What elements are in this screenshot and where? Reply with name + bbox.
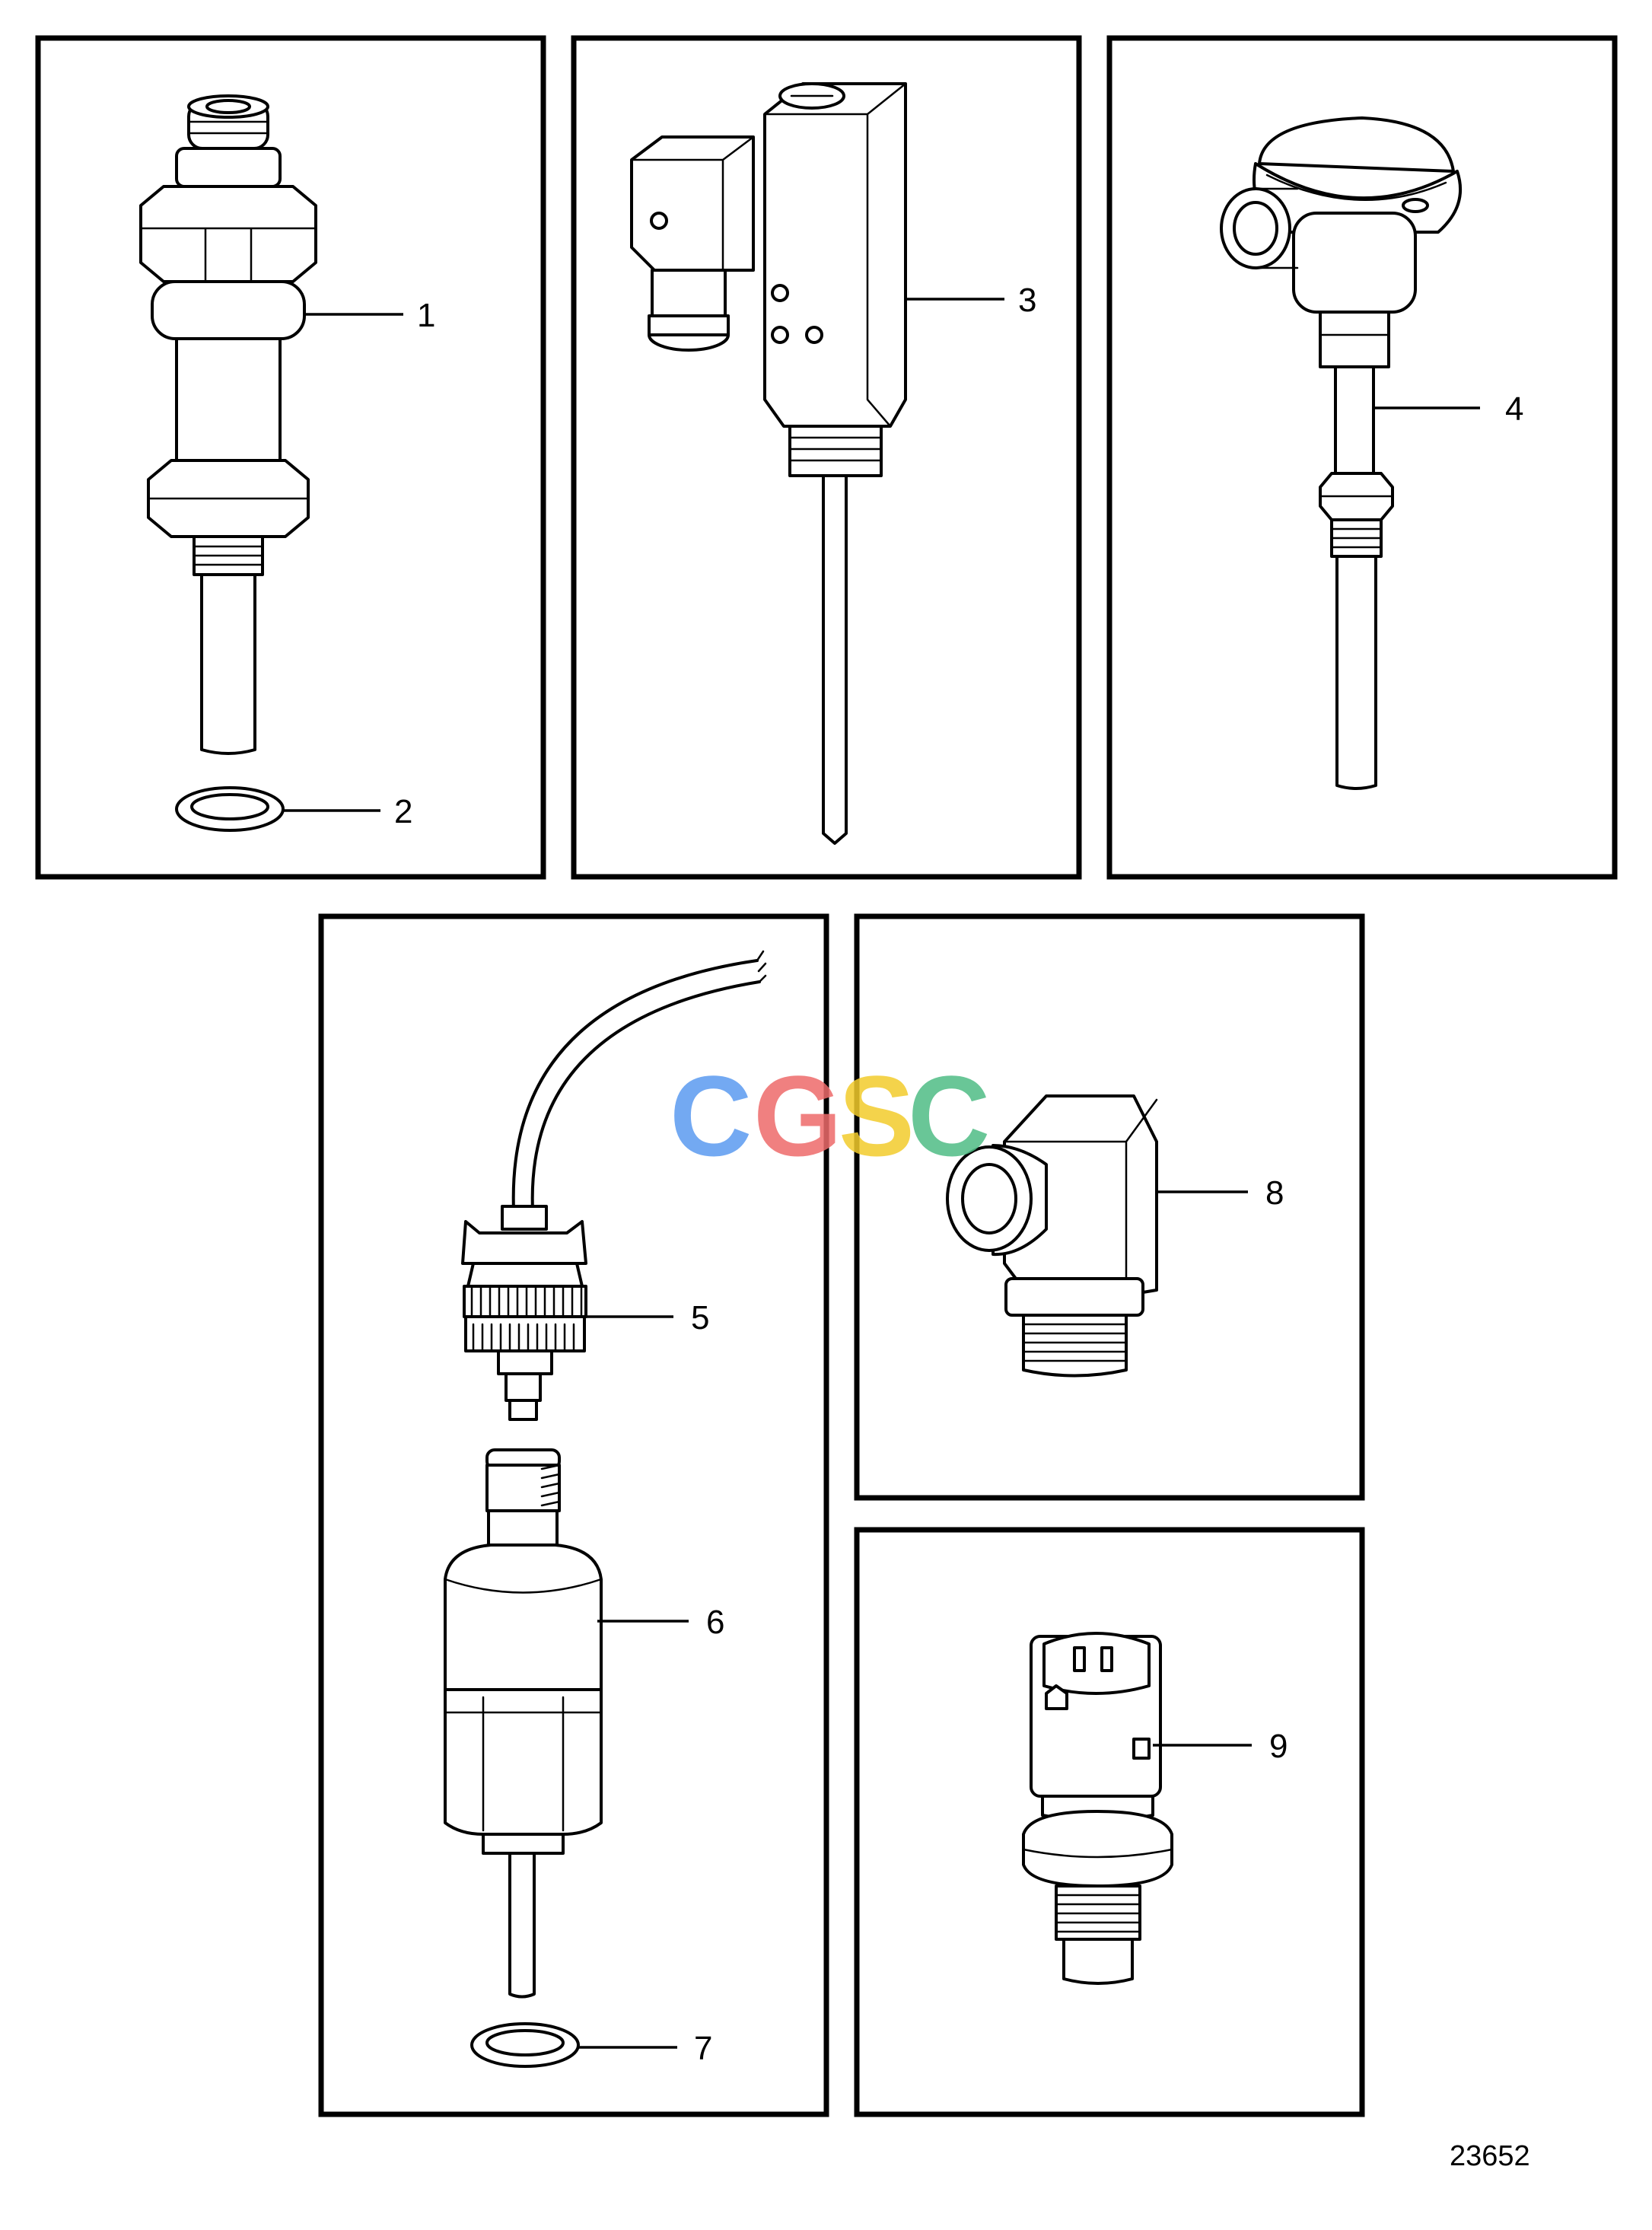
- watermark-letter-c2: C: [908, 1052, 990, 1180]
- sender-illustration: [1022, 1632, 1173, 1985]
- panel-1: 1 2: [35, 35, 546, 880]
- callout-8: 8: [1265, 1174, 1284, 1212]
- panel-6: 9: [854, 1527, 1365, 2117]
- sealing-ring-illustration: [470, 2022, 580, 2068]
- callout-4: 4: [1505, 390, 1523, 428]
- angle-connector-illustration: [946, 1094, 1158, 1378]
- panel-5: 8: [854, 913, 1365, 1501]
- callout-6: 6: [706, 1604, 724, 1641]
- callout-2: 2: [394, 793, 412, 830]
- level-switch-illustration: [630, 82, 907, 845]
- callout-7: 7: [694, 2030, 712, 2067]
- callout-1: 1: [417, 297, 435, 334]
- callout-9: 9: [1269, 1728, 1288, 1765]
- thermometer-illustration: [1220, 116, 1463, 790]
- watermark-letter-c1: C: [670, 1052, 752, 1180]
- callout-5: 5: [691, 1299, 709, 1336]
- sealing-ring-illustration: [175, 786, 285, 832]
- watermark-letter-s: S: [839, 1052, 915, 1180]
- figure-number: 23652: [1450, 2140, 1530, 2172]
- panel-2: 3: [571, 35, 1082, 880]
- panel-4: 5 6 7: [318, 913, 829, 2117]
- cable-connector-illustration: [461, 950, 767, 1421]
- panel-3: 4: [1106, 35, 1618, 880]
- watermark-logo: C G S C: [670, 1052, 990, 1180]
- callout-3: 3: [1018, 282, 1036, 319]
- temperature-sensor-illustration: [139, 94, 317, 755]
- watermark-letter-g: G: [753, 1052, 842, 1180]
- pressure-sensor-illustration: [444, 1448, 603, 1999]
